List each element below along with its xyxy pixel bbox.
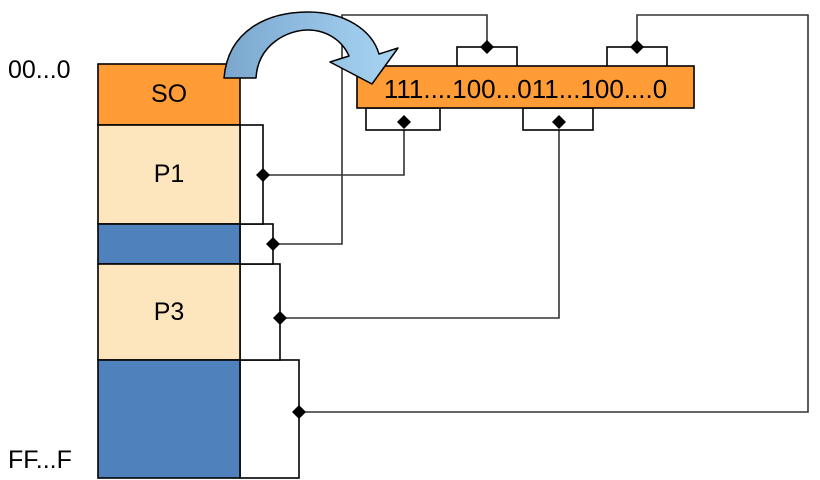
connector-wire-p3	[280, 122, 560, 319]
stack-block-label-p1: P1	[153, 160, 185, 188]
stack-block-free2[interactable]	[97, 359, 241, 479]
connector-wire-blue2	[273, 14, 488, 245]
stack-column	[97, 63, 241, 479]
bitstring-value: 111....100...011...100....0	[383, 74, 668, 104]
connector-wires	[263, 14, 809, 413]
address-label-bottom: FF...F	[8, 446, 72, 474]
stack-block-label-p3: P3	[153, 298, 185, 326]
diamond-marker-bits-top-2	[630, 40, 644, 54]
curved-arrow	[223, 11, 399, 85]
diamond-marker-p3	[273, 311, 287, 325]
address-label-top: 00...0	[8, 56, 71, 84]
stack-bracket-blue4	[239, 359, 300, 479]
stack-bracket-p3	[239, 263, 281, 361]
stack-block-p1[interactable]	[97, 124, 241, 225]
diamond-marker-blue2	[266, 237, 280, 251]
stack-block-so[interactable]	[97, 63, 241, 126]
diamond-marker-bits-bottom-1	[397, 115, 411, 129]
diamond-marker-bits-top-1	[480, 40, 494, 54]
diamond-marker-bits-bottom-2	[552, 115, 566, 129]
curved-arrow-body	[223, 11, 399, 85]
stack-block-free1[interactable]	[97, 223, 241, 265]
diamond-marker-blue4	[292, 405, 306, 419]
stack-block-label-so: SO	[150, 80, 188, 108]
connector-wire-p1	[263, 122, 405, 176]
stack-block-p3[interactable]	[97, 263, 241, 361]
connector-wire-blue4	[299, 14, 809, 413]
diamond-markers	[256, 40, 644, 419]
bitstring-box[interactable]	[356, 65, 695, 109]
stack-bracket-outlines	[239, 124, 300, 479]
diamond-marker-p1	[256, 168, 270, 182]
